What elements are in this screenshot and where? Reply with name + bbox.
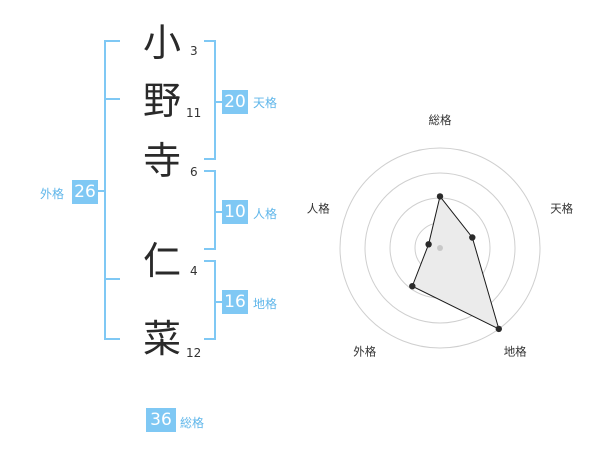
jinkaku-bracket-bottom [204,248,216,250]
radar-axis-label-4: 人格 [307,201,330,215]
chikaku-badge: 16 [222,290,248,314]
radar-point-1 [469,234,476,241]
tenkaku-bracket-connector [214,101,222,103]
radar-points [409,193,502,333]
name-char-5: 菜 [142,317,181,361]
soukaku-badge: 36 [146,408,176,432]
radar-center-dot [437,245,443,251]
name-char-3: 寺 [142,139,181,183]
tenkaku-label: 天格 [253,96,278,110]
chikaku-bracket-top [204,260,216,262]
outer-bracket-tick-lower [104,278,120,280]
chikaku-bracket-bottom [204,338,216,340]
radar-point-3 [409,283,416,290]
jinkaku-bracket-top [204,170,216,172]
radar-polygon [411,195,500,330]
radar-ring-3 [364,172,516,324]
outer-bracket-top [104,40,120,42]
jinkaku-badge: 10 [222,200,248,224]
outer-bracket-tick-upper [104,98,120,100]
tenkaku-badge: 20 [222,90,248,114]
name-char-1: 小 [142,21,181,65]
jinkaku-label: 人格 [253,207,278,221]
chikaku-label: 地格 [253,297,278,311]
outer-bracket-bottom [104,338,120,340]
radar-axis-label-2: 地格 [504,345,527,359]
stroke-count-5: 12 [186,346,202,360]
stroke-count-3: 6 [190,165,198,179]
chikaku-bracket-vertical [214,260,216,340]
radar-point-0 [436,193,444,200]
radar-axis-label-1: 天格 [550,201,573,215]
radar-point-4 [425,241,432,248]
gaikaku-label: 外格 [40,187,65,201]
chikaku-bracket-connector [214,301,222,303]
name-char-4: 仁 [142,239,181,283]
jinkaku-bracket-vertical [214,170,216,250]
gaikaku-badge: 26 [72,180,98,204]
stroke-count-4: 4 [190,264,198,278]
jinkaku-bracket-connector [214,211,222,213]
tenkaku-bracket-vertical [214,40,216,160]
radar-axis-label-3: 外格 [353,345,376,359]
tenkaku-bracket-top [204,40,216,42]
radar-ring-4 [339,147,541,349]
radar-point-2 [495,325,502,333]
outer-bracket-connector [98,190,104,192]
tenkaku-bracket-bottom [204,158,216,160]
radar-axis-label-0: 総格 [429,113,452,127]
outer-bracket-vertical [104,40,106,340]
stroke-count-2: 11 [186,106,202,120]
name-char-2: 野 [142,79,181,123]
stroke-count-1: 3 [190,44,198,58]
soukaku-label: 総格 [180,416,205,430]
